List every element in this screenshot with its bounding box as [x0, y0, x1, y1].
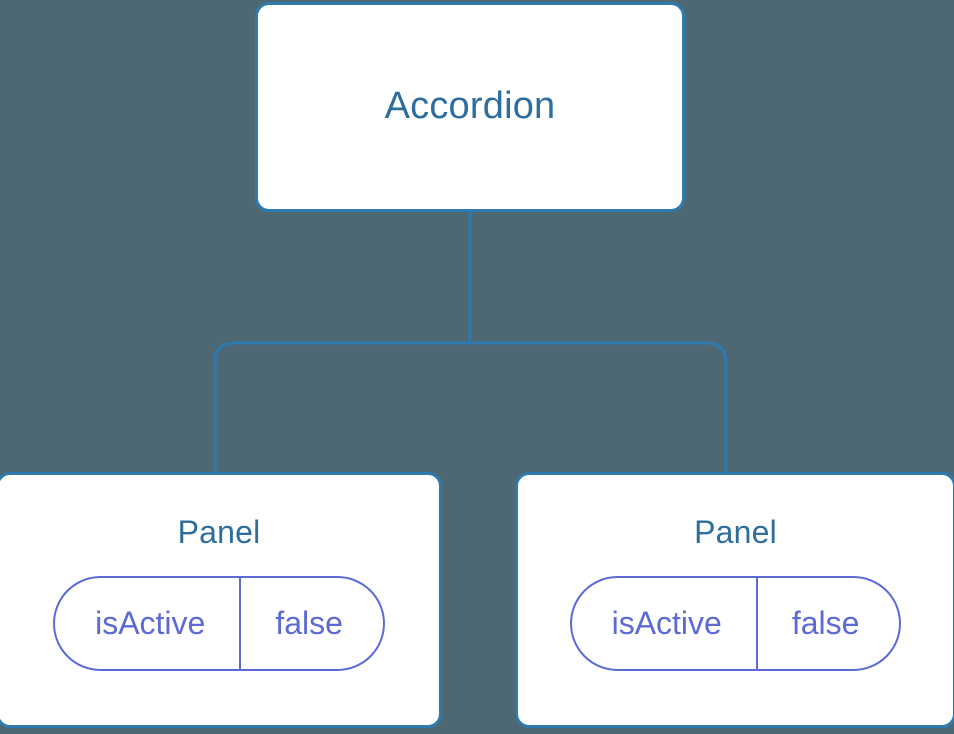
prop-badge-isactive-right[interactable]: isActive false [569, 576, 902, 672]
edge-root-to-panel-left [213, 341, 470, 478]
node-panel-left-title: Panel [177, 514, 261, 550]
node-accordion-title: Accordion [384, 85, 556, 128]
node-panel-right-title: Panel [694, 514, 777, 550]
node-panel-left[interactable]: Panel isActive false [0, 472, 442, 728]
prop-key-label: isActive [611, 605, 722, 642]
prop-key-label: isActive [95, 605, 206, 642]
node-accordion[interactable]: Accordion [255, 2, 685, 212]
prop-value-label: false [755, 578, 900, 670]
prop-badge-isactive-left[interactable]: isActive false [53, 576, 385, 672]
prop-value-label: false [239, 578, 383, 670]
node-panel-right[interactable]: Panel isActive false [515, 472, 954, 728]
edge-root-to-panel-right [470, 341, 728, 478]
